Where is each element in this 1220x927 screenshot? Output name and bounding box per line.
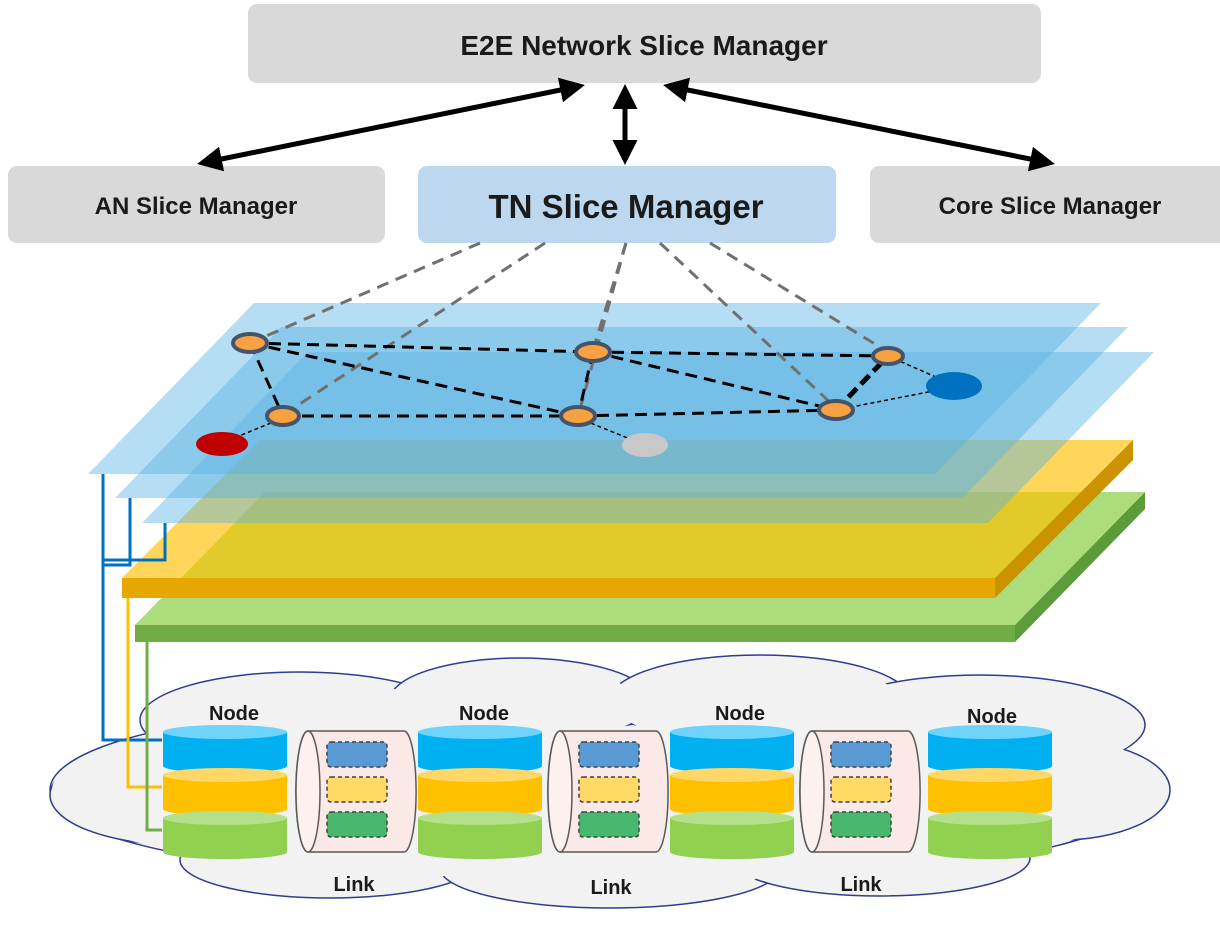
node-label-3: Node bbox=[715, 703, 765, 725]
endpoint-gray bbox=[622, 433, 668, 457]
link-slot-blue bbox=[578, 741, 640, 768]
link-label-3: Link bbox=[840, 874, 882, 896]
cylinder-green bbox=[418, 811, 542, 859]
topology-edge-bold bbox=[834, 354, 890, 412]
link-slot-yellow bbox=[326, 776, 388, 803]
cylinder-yellow bbox=[928, 768, 1052, 816]
core-manager-label: Core Slice Manager bbox=[939, 193, 1162, 220]
endpoint-red bbox=[196, 432, 248, 456]
cylinder-blue bbox=[670, 725, 794, 773]
slice-connectors bbox=[101, 474, 167, 832]
link-slot-green bbox=[326, 811, 388, 838]
link-slot-blue bbox=[830, 741, 892, 768]
link-pipe-2 bbox=[547, 730, 669, 853]
an-manager-box: AN Slice Manager bbox=[8, 166, 385, 243]
topology-node-3 bbox=[871, 346, 905, 366]
topology-node-2 bbox=[574, 341, 612, 363]
topology-node-4 bbox=[265, 405, 301, 427]
link-slot-yellow bbox=[830, 776, 892, 803]
blue-plane-1 bbox=[88, 303, 1101, 474]
core-manager-box: Core Slice Manager bbox=[870, 166, 1220, 243]
cylinder-blue bbox=[418, 725, 542, 773]
e2e-manager-box: E2E Network Slice Manager bbox=[248, 4, 1041, 83]
topology-node-6 bbox=[817, 399, 855, 421]
infrastructure-labels: Node Node Node Node Link Link Link bbox=[209, 703, 1017, 899]
link-pipe-3 bbox=[799, 730, 921, 853]
cylinder-blue bbox=[928, 725, 1052, 773]
link-slot-blue bbox=[326, 741, 388, 768]
arrow-e2e-an bbox=[197, 77, 585, 172]
topology-nodes bbox=[231, 332, 905, 427]
arrow-e2e-core bbox=[663, 77, 1055, 172]
e2e-manager-label: E2E Network Slice Manager bbox=[460, 30, 827, 61]
slice-plane-yellow bbox=[122, 440, 1133, 598]
cylinder-green bbox=[670, 811, 794, 859]
cylinder-yellow bbox=[418, 768, 542, 816]
topology-edges bbox=[248, 341, 889, 418]
link-pipe-1 bbox=[295, 730, 417, 853]
node-label-1: Node bbox=[209, 703, 259, 725]
physical-nodes bbox=[163, 725, 1052, 859]
link-slot-green bbox=[830, 811, 892, 838]
node-label-2: Node bbox=[459, 703, 509, 725]
cylinder-yellow bbox=[163, 768, 287, 816]
link-label-1: Link bbox=[333, 874, 375, 896]
cylinder-blue bbox=[163, 725, 287, 773]
an-manager-label: AN Slice Manager bbox=[95, 193, 298, 220]
link-label-2: Link bbox=[590, 877, 632, 899]
node-stack-3 bbox=[670, 725, 794, 859]
node-stack-4 bbox=[928, 725, 1052, 859]
tn-manager-box: TN Slice Manager bbox=[418, 166, 836, 243]
tn-manager-label: TN Slice Manager bbox=[488, 188, 763, 225]
manager-arrows bbox=[197, 77, 1055, 172]
topology-node-1 bbox=[231, 332, 269, 354]
cylinder-green bbox=[928, 811, 1052, 859]
physical-links bbox=[295, 730, 921, 853]
cylinder-yellow bbox=[670, 768, 794, 816]
topology-node-5 bbox=[559, 405, 597, 427]
link-slot-green bbox=[578, 811, 640, 838]
cylinder-green bbox=[163, 811, 287, 859]
link-slot-yellow bbox=[578, 776, 640, 803]
node-stack-1 bbox=[163, 725, 287, 859]
tn-control-links bbox=[249, 241, 889, 417]
endpoint-blue bbox=[926, 372, 982, 400]
node-label-4: Node bbox=[967, 706, 1017, 728]
node-stack-2 bbox=[418, 725, 542, 859]
